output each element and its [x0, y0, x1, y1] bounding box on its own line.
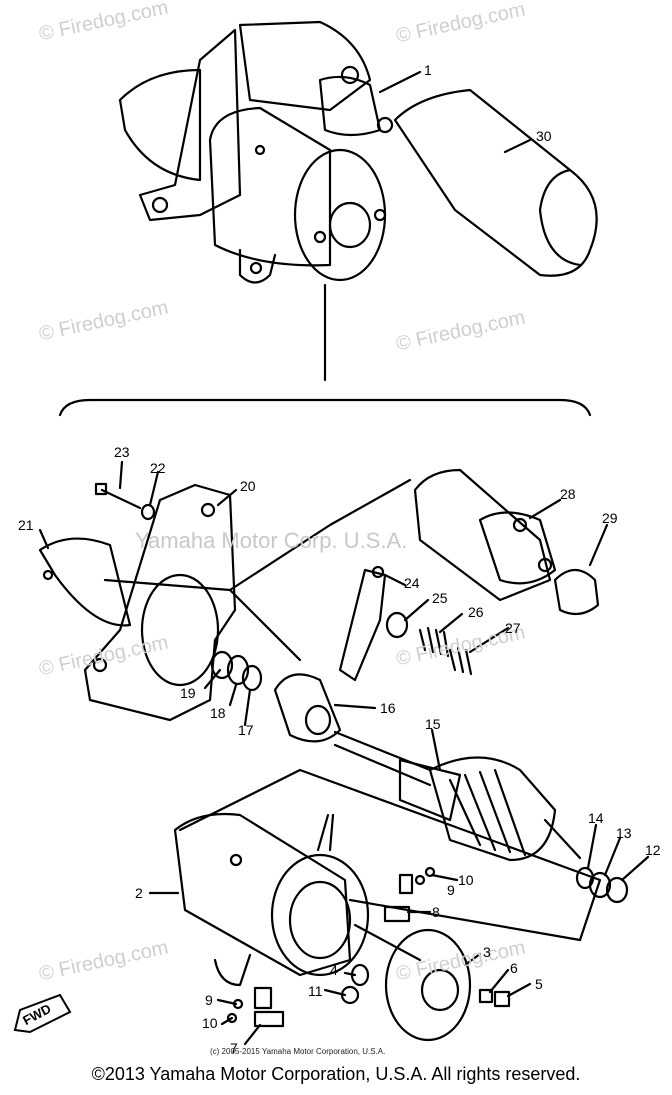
callout-28: 28 — [560, 486, 576, 502]
callout-8: 8 — [432, 904, 440, 920]
callout-5: 5 — [535, 976, 543, 992]
callout-1: 1 — [424, 62, 432, 78]
callout-24: 24 — [404, 575, 420, 591]
callout-4: 4 — [330, 962, 338, 978]
callout-18: 18 — [210, 705, 226, 721]
callout-13: 13 — [616, 825, 632, 841]
callout-3: 3 — [483, 944, 491, 960]
assembled-starter-drawing — [118, 20, 598, 284]
exploded-parts-drawing — [38, 468, 629, 1042]
callout-15: 15 — [425, 716, 441, 732]
callout-11: 11 — [308, 983, 323, 999]
callout-9b: 9 — [205, 992, 213, 1008]
callout-10b: 10 — [202, 1015, 218, 1031]
callout-12: 12 — [645, 842, 661, 858]
callout-26: 26 — [468, 604, 484, 620]
small-copyright: (c) 2005-2015 Yamaha Motor Corporation, … — [210, 1047, 386, 1056]
callout-29: 29 — [602, 510, 618, 526]
callout-6: 6 — [510, 960, 518, 976]
callout-30: 30 — [536, 128, 552, 144]
callout-19: 19 — [180, 685, 196, 701]
callout-25: 25 — [432, 590, 448, 606]
callout-10: 10 — [458, 872, 474, 888]
callout-27: 27 — [505, 620, 521, 636]
callout-22: 22 — [150, 460, 166, 476]
callout-14: 14 — [588, 810, 604, 826]
callout-16: 16 — [380, 700, 396, 716]
callout-2: 2 — [135, 885, 143, 901]
center-watermark: Yamaha Motor Corp. U.S.A. — [135, 528, 408, 553]
callout-9: 9 — [447, 882, 455, 898]
callout-23: 23 — [114, 444, 130, 460]
copyright-footer: ©2013 Yamaha Motor Corporation, U.S.A. A… — [91, 1064, 581, 1084]
callout-20: 20 — [240, 478, 256, 494]
callout-21: 21 — [18, 517, 34, 533]
callout-17: 17 — [238, 722, 254, 738]
callout-7: 7 — [230, 1040, 238, 1056]
